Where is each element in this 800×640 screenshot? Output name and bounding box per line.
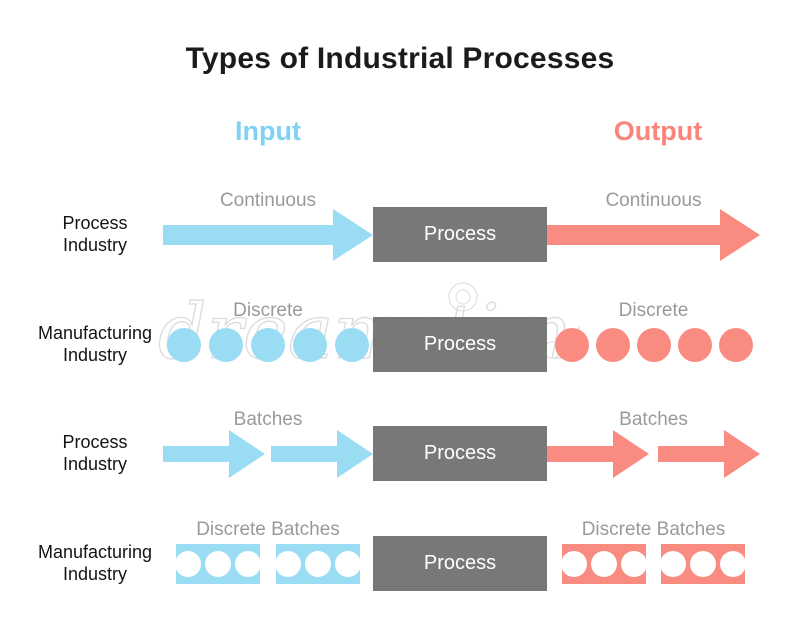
output-caption-batches: Batches: [619, 409, 688, 430]
input-caption-batches: Batches: [233, 409, 303, 430]
batch-box-icon: [660, 544, 746, 584]
batch-box-icon: [175, 544, 261, 584]
industry-line: Process: [62, 213, 128, 233]
industry-line: Industry: [62, 235, 128, 255]
discrete-input-dots: [163, 328, 373, 362]
process-box-3: Process: [373, 426, 547, 481]
row-label-manufacturing-industry-2: Manufacturing Industry: [10, 541, 180, 585]
page-title: Types of Industrial Processes: [185, 42, 615, 75]
output-caption-discrete-batches: Discrete Batches: [581, 519, 726, 540]
output-caption-continuous: Continuous: [605, 190, 702, 211]
continuous-output-arrow-icon: [547, 209, 760, 261]
input-caption-discrete: Discrete: [233, 300, 303, 321]
process-box-2: Process: [373, 317, 547, 372]
process-box-label: Process: [423, 223, 497, 245]
industry-line: Process: [62, 432, 128, 452]
input-column-header: Input: [235, 116, 301, 146]
discrete-item-icon: [167, 328, 201, 362]
batch-box-icon: [561, 544, 647, 584]
discrete-item-icon: [636, 328, 671, 362]
discrete-item-icon: [554, 328, 589, 362]
discrete-item-icon: [335, 328, 369, 362]
row-label-manufacturing-industry-1: Manufacturing Industry: [10, 322, 180, 366]
discrete-batches-output: [547, 544, 760, 584]
discrete-item-icon: [718, 328, 753, 362]
batch-box-icon: [275, 544, 361, 584]
discrete-item-icon: [595, 328, 630, 362]
discrete-item-icon: [677, 328, 712, 362]
discrete-output-dots: [547, 328, 760, 362]
process-box-label: Process: [423, 442, 497, 464]
batch-input-arrow-icon: [271, 430, 373, 478]
process-box-label: Process: [423, 552, 497, 574]
input-caption-discrete-batches: Discrete Batches: [196, 519, 340, 540]
output-caption-discrete: Discrete: [618, 300, 689, 321]
batch-output-arrow-icon: [547, 430, 649, 478]
row-label-process-industry-1: Process Industry: [10, 212, 180, 256]
industry-line: Manufacturing: [37, 542, 153, 562]
row-label-process-industry-2: Process Industry: [10, 431, 180, 475]
discrete-item-icon: [293, 328, 327, 362]
process-box-4: Process: [373, 536, 547, 591]
industry-line: Manufacturing: [37, 323, 153, 343]
watermark-spiral-icon: [448, 282, 478, 312]
batch-input-arrow-icon: [163, 430, 265, 478]
discrete-item-icon: [209, 328, 243, 362]
output-column-header: Output: [613, 116, 703, 146]
process-box-label: Process: [423, 333, 497, 355]
discrete-item-icon: [251, 328, 285, 362]
discrete-batches-input: [163, 544, 373, 584]
input-caption-continuous: Continuous: [219, 190, 317, 211]
continuous-input-arrow-icon: [163, 209, 373, 261]
industry-line: Industry: [62, 564, 128, 584]
industry-line: Industry: [62, 454, 128, 474]
batch-output-arrow-icon: [658, 430, 760, 478]
process-box-1: Process: [373, 207, 547, 262]
industry-line: Industry: [62, 345, 128, 365]
